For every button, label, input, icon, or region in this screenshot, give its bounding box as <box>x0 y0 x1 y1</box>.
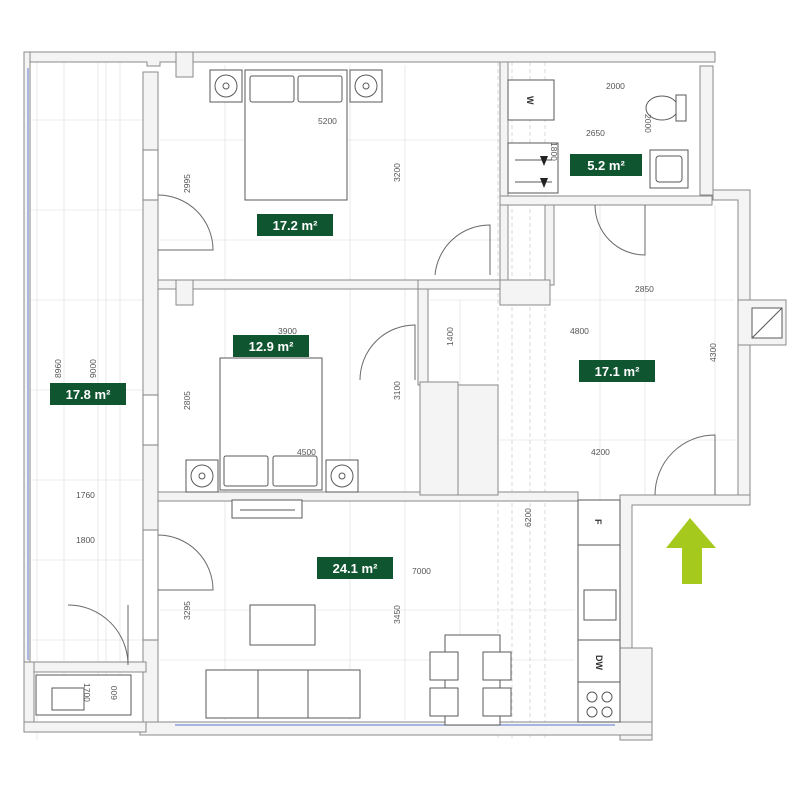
dim-7000: 7000 <box>412 566 431 576</box>
dim-1700: 1700 <box>82 683 92 702</box>
dim-2995: 2995 <box>182 174 192 193</box>
fridge-label: F <box>593 519 603 525</box>
dim-4800: 4800 <box>570 326 589 336</box>
area-text-living: 24.1 m² <box>333 561 378 576</box>
dim-2650: 2650 <box>586 128 605 138</box>
bathroom-fixtures <box>507 79 689 194</box>
dim-2000-top: 2000 <box>606 81 625 91</box>
dim-5200: 5200 <box>318 116 337 126</box>
dimension-labels: 5200 2995 3200 2000 2000 2650 1800 2850 … <box>53 81 718 702</box>
area-text-balcony: 17.8 m² <box>66 387 111 402</box>
living-room-furniture <box>205 499 512 726</box>
dim-8960: 8960 <box>53 359 63 378</box>
area-text-bedroom-1: 17.2 m² <box>273 218 318 233</box>
area-text-bedroom-2: 12.9 m² <box>249 339 294 354</box>
dishwasher-label: DW <box>594 655 604 670</box>
area-label-balcony: 17.8 m² <box>50 383 126 405</box>
dim-1800-balcony: 1800 <box>76 535 95 545</box>
area-text-hallway: 17.1 m² <box>595 364 640 379</box>
doors <box>67 194 716 666</box>
dim-1400: 1400 <box>445 327 455 346</box>
dim-4200: 4200 <box>591 447 610 457</box>
dim-1800-bath: 1800 <box>549 142 559 161</box>
double-bed-2 <box>185 357 359 493</box>
dim-3200: 3200 <box>392 163 402 182</box>
area-label-bedroom-2: 12.9 m² <box>233 335 309 357</box>
dim-4500: 4500 <box>297 447 316 457</box>
arrow-up-icon <box>666 518 716 584</box>
balcony-unit <box>35 674 132 716</box>
windows <box>27 68 615 726</box>
dim-9000: 9000 <box>88 359 98 378</box>
dim-4300: 4300 <box>708 343 718 362</box>
dim-6200: 6200 <box>523 508 533 527</box>
area-label-bathroom: 5.2 m² <box>570 154 642 176</box>
dim-3450: 3450 <box>392 605 402 624</box>
dim-3295: 3295 <box>182 601 192 620</box>
dim-600: 600 <box>109 686 119 700</box>
dim-2805: 2805 <box>182 391 192 410</box>
double-bed-1 <box>209 69 383 201</box>
area-label-hallway: 17.1 m² <box>579 360 655 382</box>
area-label-living: 24.1 m² <box>317 557 393 579</box>
dim-2850: 2850 <box>635 284 654 294</box>
dim-2000-vert: 2000 <box>643 114 653 133</box>
dim-1760: 1760 <box>76 490 95 500</box>
interior-walls <box>157 51 713 502</box>
washer-label: W <box>525 96 535 105</box>
kitchen-units <box>577 499 621 723</box>
area-label-bedroom-1: 17.2 m² <box>257 214 333 236</box>
dim-3100: 3100 <box>392 381 402 400</box>
area-text-bathroom: 5.2 m² <box>587 158 625 173</box>
dim-3900: 3900 <box>278 326 297 336</box>
